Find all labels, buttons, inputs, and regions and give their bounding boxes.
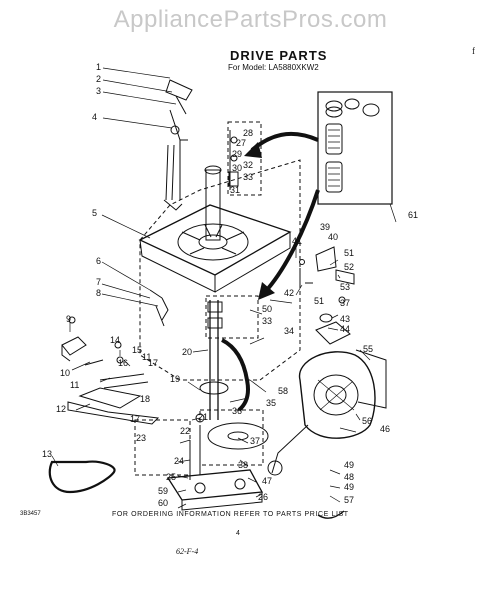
callout-24: 24 — [174, 456, 184, 466]
callout-36: 36 — [232, 406, 242, 416]
callout-57: 57 — [344, 495, 354, 505]
callout-60: 60 — [158, 498, 168, 508]
callout-14: 14 — [110, 335, 120, 345]
callout-53: 53 — [340, 282, 350, 292]
callout-26: 26 — [258, 492, 268, 502]
callout-29: 29 — [232, 149, 242, 159]
leader-lines — [51, 67, 397, 509]
watermark: AppliancePartsPros.com — [113, 6, 388, 33]
callout-17: 17 — [148, 358, 158, 368]
callout-labels: 1234272829303132333356789101111121314151… — [42, 62, 418, 508]
callout-2: 2 — [96, 74, 101, 84]
callout-51: 51 — [344, 248, 354, 258]
model-subtitle: For Model: LA5880XKW2 — [228, 63, 319, 72]
callout-5: 5 — [92, 208, 97, 218]
callout-10: 10 — [60, 368, 70, 378]
callout-52: 52 — [344, 262, 354, 272]
callout-23: 23 — [136, 433, 146, 443]
diagram-title: DRIVE PARTS — [230, 48, 328, 63]
callout-31: 31 — [230, 185, 240, 195]
dashed-groups — [134, 121, 301, 476]
callout-19: 19 — [170, 374, 180, 384]
drive-belt — [48, 460, 116, 494]
callout-49: 49 — [344, 460, 354, 470]
transmission — [166, 300, 269, 511]
callout-42: 42 — [284, 288, 294, 298]
callout-58: 58 — [278, 386, 288, 396]
callout-25: 25 — [166, 472, 176, 482]
callout-28: 28 — [243, 128, 253, 138]
callout-47: 47 — [262, 476, 272, 486]
callout-8: 8 — [96, 288, 101, 298]
callout-40: 40 — [328, 232, 338, 242]
callout-33: 33 — [243, 172, 253, 182]
callout-1: 1 — [96, 62, 101, 72]
callout-11: 11 — [70, 380, 79, 390]
catalog-number: 3B3457 — [20, 511, 41, 517]
callout-32: 32 — [243, 160, 253, 170]
callout-35: 35 — [266, 398, 276, 408]
callout-17: 17 — [130, 414, 140, 424]
callout-9: 9 — [66, 314, 71, 324]
callout-4: 4 — [92, 112, 97, 122]
callout-27: 27 — [236, 138, 246, 148]
base-platform — [138, 204, 292, 293]
callout-12: 12 — [56, 404, 66, 414]
callout-30: 30 — [232, 163, 242, 173]
callout-16: 16 — [118, 358, 128, 368]
callout-3: 3 — [96, 86, 101, 96]
callout-59: 59 — [158, 486, 168, 496]
callout-6: 6 — [96, 256, 101, 266]
corner-mark: f — [472, 46, 475, 56]
callout-11: 11 — [142, 352, 151, 362]
motor — [267, 246, 387, 519]
callout-21: 21 — [198, 412, 208, 422]
callout-38: 38 — [238, 460, 248, 470]
callout-33: 33 — [262, 316, 272, 326]
callout-55: 55 — [363, 344, 373, 354]
left-brackets — [61, 316, 160, 425]
callout-48: 48 — [344, 472, 354, 482]
callout-34: 34 — [284, 326, 294, 336]
arrows — [244, 131, 320, 300]
callout-37: 37 — [340, 298, 350, 308]
callout-41: 41 — [292, 236, 302, 246]
callout-39: 39 — [320, 222, 330, 232]
callout-50: 50 — [262, 304, 272, 314]
callout-20: 20 — [182, 347, 192, 357]
callout-61: 61 — [408, 210, 418, 220]
parts-inset-box — [317, 91, 393, 205]
callout-7: 7 — [96, 277, 101, 287]
callout-43: 43 — [340, 314, 350, 324]
callout-37: 37 — [250, 436, 260, 446]
callout-15: 15 — [132, 345, 142, 355]
callout-46: 46 — [380, 424, 390, 434]
callout-18: 18 — [140, 394, 150, 404]
callout-13: 13 — [42, 449, 52, 459]
ordering-footer: FOR ORDERING INFORMATION REFER TO PARTS … — [112, 511, 349, 518]
callout-22: 22 — [180, 426, 190, 436]
handwritten-note: 62-F-4 — [176, 547, 199, 556]
shaft-upper — [149, 79, 239, 327]
callout-44: 44 — [340, 324, 350, 334]
page-number: 4 — [236, 530, 240, 537]
callout-51: 51 — [314, 296, 324, 306]
callout-49: 49 — [344, 482, 354, 492]
callout-56: 56 — [362, 416, 372, 426]
